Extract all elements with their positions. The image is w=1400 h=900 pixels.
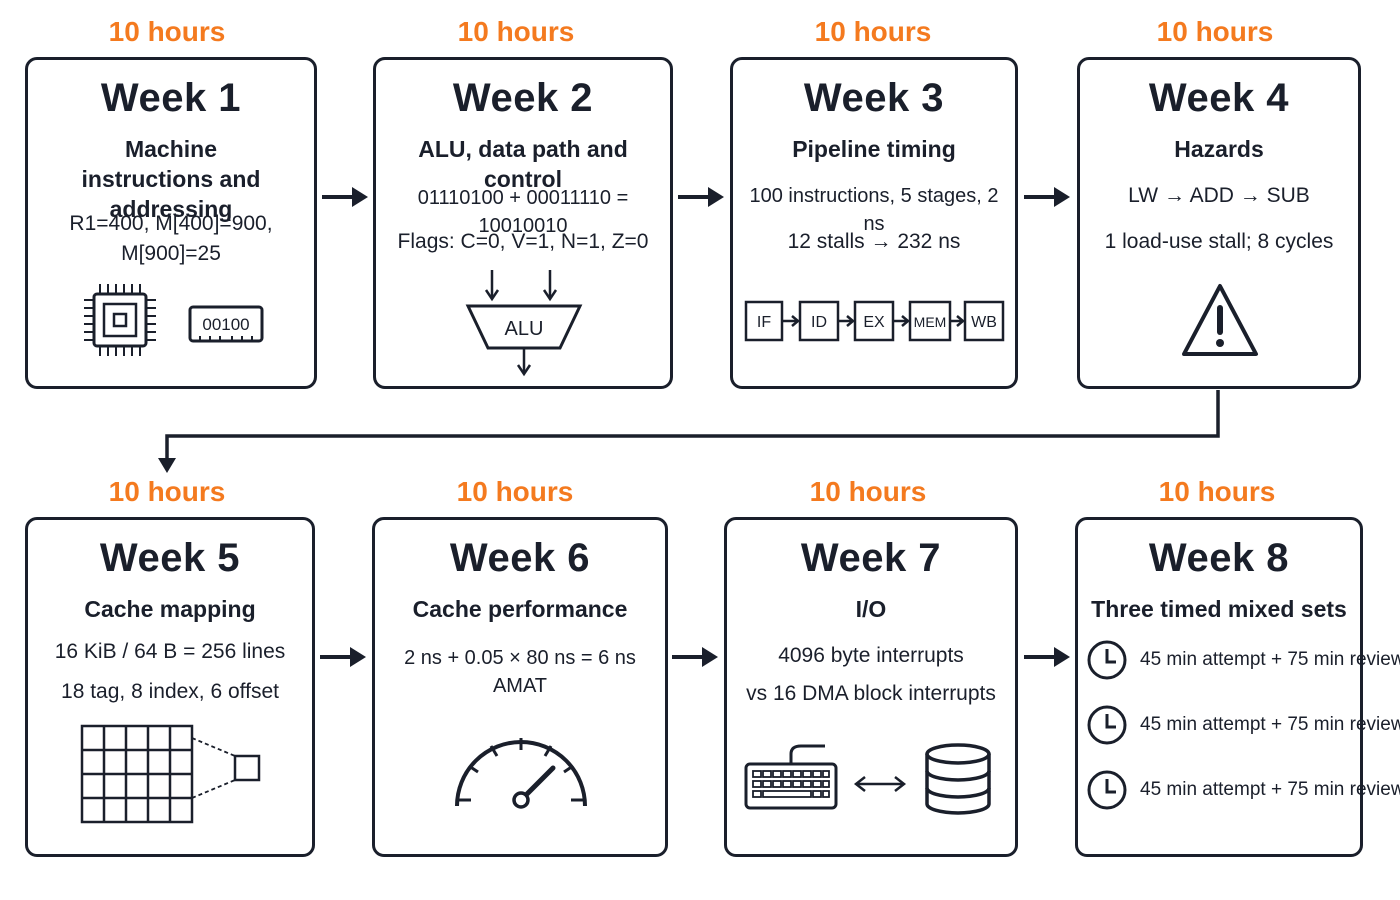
week-1-line-1: R1=400, M[400]=900,: [69, 212, 273, 235]
pipeline-stages-icon: IF ID EX MEM WB: [744, 300, 1005, 342]
week-3-card: Week 3 Pipeline timing 100 instructions,…: [730, 57, 1018, 389]
stage-ex: EX: [863, 314, 885, 331]
timed-set-1: 45 min attempt + 75 min review: [1086, 638, 1400, 682]
timed-set-3: 45 min attempt + 75 min review: [1086, 768, 1400, 812]
flow-arrow-week1-week2: [322, 187, 368, 207]
week-2-card: Week 2 ALU, data path and control 011101…: [373, 57, 673, 389]
week-5-line-1: 16 KiB / 64 B = 256 lines: [54, 640, 286, 663]
week-5-topic: Cache mapping: [84, 596, 256, 622]
flow-arrow-week5-week6: [320, 647, 366, 667]
week-4-topic: Hazards: [1174, 136, 1264, 162]
week-4-hours: 10 hours: [1156, 16, 1274, 47]
stage-id: ID: [811, 314, 827, 331]
week-8-hours: 10 hours: [1158, 476, 1276, 507]
week-3-title: Week 3: [803, 76, 945, 120]
alu-icon: ALU: [465, 270, 583, 377]
flow-arrow-week2-week3: [678, 187, 724, 207]
flow-arrow-week7-week8: [1024, 647, 1070, 667]
timed-set-2-label: 45 min attempt + 75 min review: [1140, 714, 1400, 735]
timed-set-2: 45 min attempt + 75 min review: [1086, 703, 1400, 747]
week-3-topic: Pipeline timing: [792, 136, 956, 162]
flow-arrow-week3-week4: [1024, 187, 1070, 207]
database-icon: [925, 743, 991, 815]
week-7-line-1: 4096 byte interrupts: [778, 644, 964, 667]
week-6-topic: Cache performance: [412, 596, 628, 622]
week-3-line-1: 100 instructions, 5 stages, 2 ns: [749, 185, 999, 235]
flow-arrow-week6-week7: [672, 647, 718, 667]
week-1-topic: Machine instructions and addressing: [81, 136, 261, 222]
flow-connector-row1-row2: [158, 390, 1220, 473]
week-8-topic: Three timed mixed sets: [1091, 596, 1347, 622]
week-5-title: Week 5: [99, 536, 241, 580]
week-1-hours: 10 hours: [108, 16, 226, 47]
warning-icon: [1182, 284, 1258, 356]
stage-if: IF: [757, 314, 771, 331]
week-4-title: Week 4: [1148, 76, 1290, 120]
week-1-line-2: M[900]=25: [121, 242, 221, 265]
alu-label: ALU: [505, 318, 544, 340]
clock-icon: [1087, 640, 1127, 680]
week-7-topic: I/O: [855, 596, 887, 622]
cache-grid-icon: [80, 724, 261, 824]
week-4-card: Week 4 Hazards LW → ADD → SUB 1 load-use…: [1077, 57, 1361, 389]
week-2-line-2: Flags: C=0, V=1, N=1, Z=0: [397, 230, 649, 253]
week-3-line-2: 12 stalls → 232 ns: [787, 230, 961, 253]
clock-icon: [1087, 705, 1127, 745]
week-1-card: Week 1 Machine instructions and addressi…: [25, 57, 317, 389]
week-1-title: Week 1: [100, 76, 242, 120]
week-2-hours: 10 hours: [457, 16, 575, 47]
week-5-hours: 10 hours: [108, 476, 226, 507]
week-2-title: Week 2: [452, 76, 594, 120]
week-6-line-1: 2 ns + 0.05 × 80 ns = 6 ns AMAT: [404, 647, 636, 697]
week-6-hours: 10 hours: [456, 476, 574, 507]
week-6-title: Week 6: [449, 536, 591, 580]
week-2-topic: ALU, data path and control: [418, 136, 628, 192]
double-arrow-icon: [853, 776, 907, 792]
stage-wb: WB: [971, 314, 997, 331]
timed-set-3-label: 45 min attempt + 75 min review: [1140, 779, 1400, 800]
week-8-title: Week 8: [1148, 536, 1290, 580]
week-4-line-2: 1 load-use stall; 8 cycles: [1104, 230, 1334, 253]
clock-icon: [1087, 770, 1127, 810]
keyboard-icon: [744, 744, 838, 810]
cpu-chip-icon: [84, 284, 156, 356]
stage-mem: MEM: [914, 314, 947, 330]
week-5-line-2: 18 tag, 8 index, 6 offset: [61, 680, 279, 703]
week-3-hours: 10 hours: [814, 16, 932, 47]
speedometer-icon: [455, 738, 587, 809]
memory-module-label: 00100: [202, 315, 249, 334]
memory-module-icon: 00100: [188, 305, 264, 343]
week-7-line-2: vs 16 DMA block interrupts: [746, 682, 996, 705]
week-4-line-1: LW → ADD → SUB: [1128, 184, 1310, 207]
week-8-card: Week 8 Three timed mixed sets 45 min att…: [1075, 517, 1400, 857]
week-7-hours: 10 hours: [809, 476, 927, 507]
week-5-card: Week 5 Cache mapping 16 KiB / 64 B = 256…: [25, 517, 315, 857]
week-7-title: Week 7: [800, 536, 942, 580]
week-6-card: Week 6 Cache performance 2 ns + 0.05 × 8…: [372, 517, 668, 857]
timed-set-1-label: 45 min attempt + 75 min review: [1140, 649, 1400, 670]
week-2-line-1: 01110100 + 00011110 = 10010010: [417, 187, 629, 237]
week-7-card: Week 7 I/O 4096 byte interrupts vs 16 DM…: [724, 517, 1018, 857]
